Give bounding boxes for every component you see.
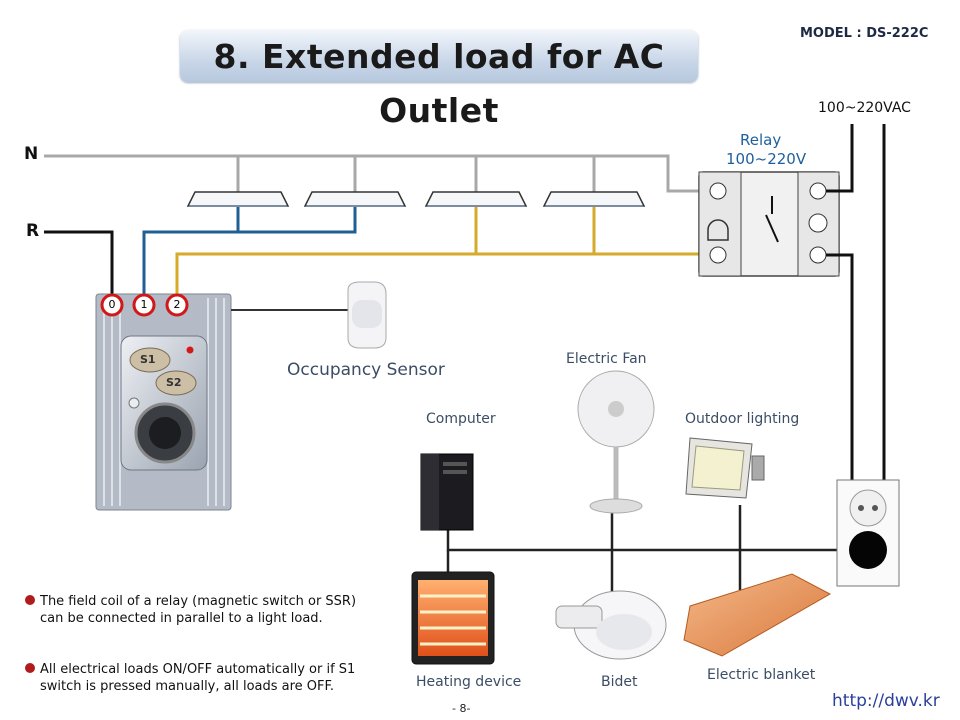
bullet-icon [25, 595, 35, 605]
computer-label: Computer [426, 411, 496, 427]
bidet-device [555, 590, 667, 660]
terminal-1-label: 1 [140, 298, 148, 311]
note-1-line-2: can be connected in parallel to a light … [40, 611, 323, 626]
outdoor-lighting-device [685, 437, 765, 499]
page-number: - 8- [452, 702, 471, 715]
relay-title: Relay [740, 131, 782, 149]
website-link[interactable]: http://dwv.kr [832, 691, 940, 711]
note-1: The field coil of a relay (magnetic swit… [40, 593, 356, 627]
electric-fan-label: Electric Fan [566, 351, 647, 367]
electric-fan-device [577, 370, 655, 514]
terminal-marker [165, 293, 189, 317]
heating-device [411, 571, 495, 665]
r-wire [44, 230, 114, 296]
terminal-2-label: 2 [173, 298, 181, 311]
light-panel [424, 191, 528, 207]
s2-button[interactable] [155, 370, 197, 396]
occupancy-sensor-device [347, 281, 387, 349]
note-2: All electrical loads ON/OFF automaticall… [40, 661, 355, 695]
n-label: N [24, 144, 39, 164]
heating-device-label: Heating device [416, 674, 522, 690]
supply-wire [826, 124, 886, 480]
occupancy-sensor-label: Occupancy Sensor [287, 360, 445, 380]
light-panel [303, 191, 407, 207]
load-bus [446, 505, 848, 598]
note-2-line-2: switch is pressed manually, all loads ar… [40, 679, 335, 694]
terminal-marker [132, 293, 156, 317]
terminal-0-label: 0 [108, 298, 116, 311]
computer-device [420, 453, 474, 531]
terminal-marker [100, 293, 124, 317]
relay-voltage: 100~220V [726, 150, 807, 168]
title-banner [180, 30, 698, 82]
model-label: MODEL : DS-222C [800, 26, 929, 41]
s1-button[interactable] [129, 347, 171, 373]
s1-label: S1 [140, 353, 156, 366]
light-panel [542, 191, 646, 207]
page-title: 8. Extended load for AC Outlet [213, 37, 665, 130]
circuit-1-wire [142, 206, 357, 296]
bullet-icon [25, 663, 35, 673]
electric-blanket-device [683, 573, 832, 657]
outdoor-lighting-label: Outdoor lighting [685, 411, 800, 427]
relay-device [698, 171, 840, 277]
electric-blanket-label: Electric blanket [707, 667, 816, 683]
circuit-2-wire [175, 206, 718, 296]
bidet-label: Bidet [601, 674, 638, 690]
wall-switch [95, 293, 232, 511]
note-2-line-1: All electrical loads ON/OFF automaticall… [40, 662, 356, 677]
note-1-line-1: The field coil of a relay (magnetic swit… [40, 594, 357, 609]
ac-outlet [836, 479, 900, 587]
light-panel [186, 191, 290, 207]
r-label: R [26, 221, 40, 241]
n-wire [44, 154, 718, 193]
s2-label: S2 [166, 376, 182, 389]
supply-label: 100~220VAC [818, 100, 911, 116]
